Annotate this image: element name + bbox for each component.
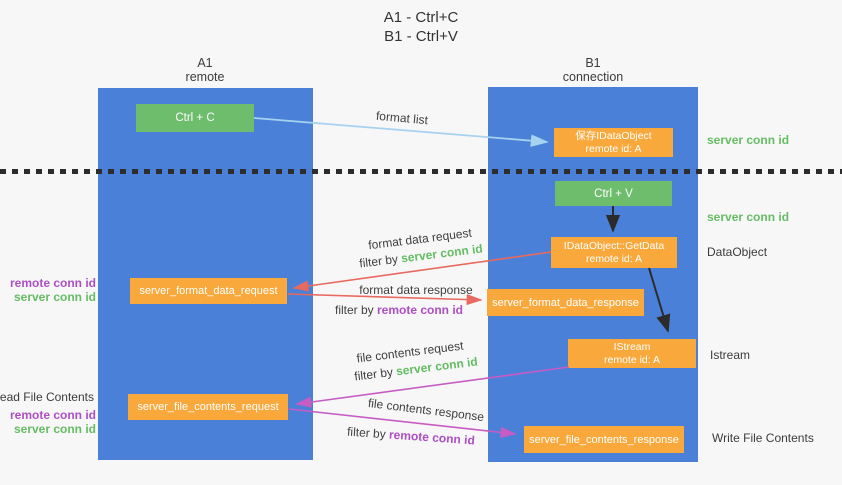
label-server-conn-id-left-1: server conn id [13,290,96,304]
column-b1-name: B1 [585,56,601,70]
node-save-idataobject-line2: remote id: A [585,142,642,155]
column-a1-subtitle: remote [185,70,225,84]
column-b1-subtitle: connection [562,70,624,84]
filter-by-text: filter by [358,251,402,271]
label-format-list: format list [375,108,429,128]
column-header-a1: A1 remote [145,56,265,84]
label-filter-by-remote-conn-id-1: filter by remote conn id [319,303,479,317]
phase-separator-dashed-line [0,169,842,174]
node-server-file-contents-response: server_file_contents_response [524,426,684,453]
column-a1-name: A1 [197,56,213,70]
node-save-idataobject-line1: 保存IDataObject [575,129,652,142]
node-server-format-data-response: server_format_data_response [487,289,644,316]
node-server-format-data-request: server_format_data_request [130,278,287,304]
filter-by-text: filter by [334,303,377,317]
title-line-1: A1 - Ctrl+C [383,9,459,26]
label-remote-conn-id-left-2: remote conn id [9,408,96,422]
label-remote-conn-id-left-1: remote conn id [9,276,96,290]
node-server-file-contents-request: server_file_contents_request [128,394,288,420]
node-istream-line2: remote id: A [603,353,661,366]
label-filter-by-remote-conn-id-2: filter by remote conn id [331,423,492,448]
node-ctrl-v: Ctrl + V [555,181,672,206]
title-line-2: B1 - Ctrl+V [384,28,458,45]
label-istream: Istream [710,348,751,362]
label-read-file-contents: Read File Contents [0,390,94,404]
remote-conn-id-text: remote conn id [388,427,476,448]
node-server-file-contents-request-label: server_file_contents_request [137,401,279,413]
node-idataobject-getdata-line1: IDataObject::GetData [563,239,665,252]
node-ctrl-v-label: Ctrl + V [594,187,633,200]
node-server-file-contents-response-label: server_file_contents_response [529,433,679,446]
label-file-contents-response: file contents response [367,395,485,425]
node-istream-line1: IStream [613,340,651,353]
label-dataobject: DataObject [707,245,768,259]
remote-conn-id-text: remote conn id [377,303,464,317]
node-istream: IStream remote id: A [568,339,696,368]
node-ctrl-c: Ctrl + C [136,104,254,132]
node-idataobject-getdata-line2: remote id: A [585,252,643,265]
label-format-data-response: format data response [359,283,473,297]
node-ctrl-c-label: Ctrl + C [175,112,215,124]
label-server-conn-id-mid-right: server conn id [707,210,790,224]
node-server-format-data-response-label: server_format_data_response [492,296,639,309]
label-write-file-contents: Write File Contents [712,431,814,445]
diagram-title: A1 - Ctrl+C B1 - Ctrl+V [0,8,842,46]
filter-by-text: filter by [353,364,397,384]
filter-by-text: filter by [346,424,390,442]
label-server-conn-id-left-2: server conn id [13,422,96,436]
node-idataobject-getdata: IDataObject::GetData remote id: A [551,237,677,268]
node-server-format-data-request-label: server_format_data_request [139,285,278,297]
column-header-b1: B1 connection [533,56,653,84]
label-server-conn-id-top-right: server conn id [707,133,790,147]
node-save-idataobject: 保存IDataObject remote id: A [554,128,673,157]
